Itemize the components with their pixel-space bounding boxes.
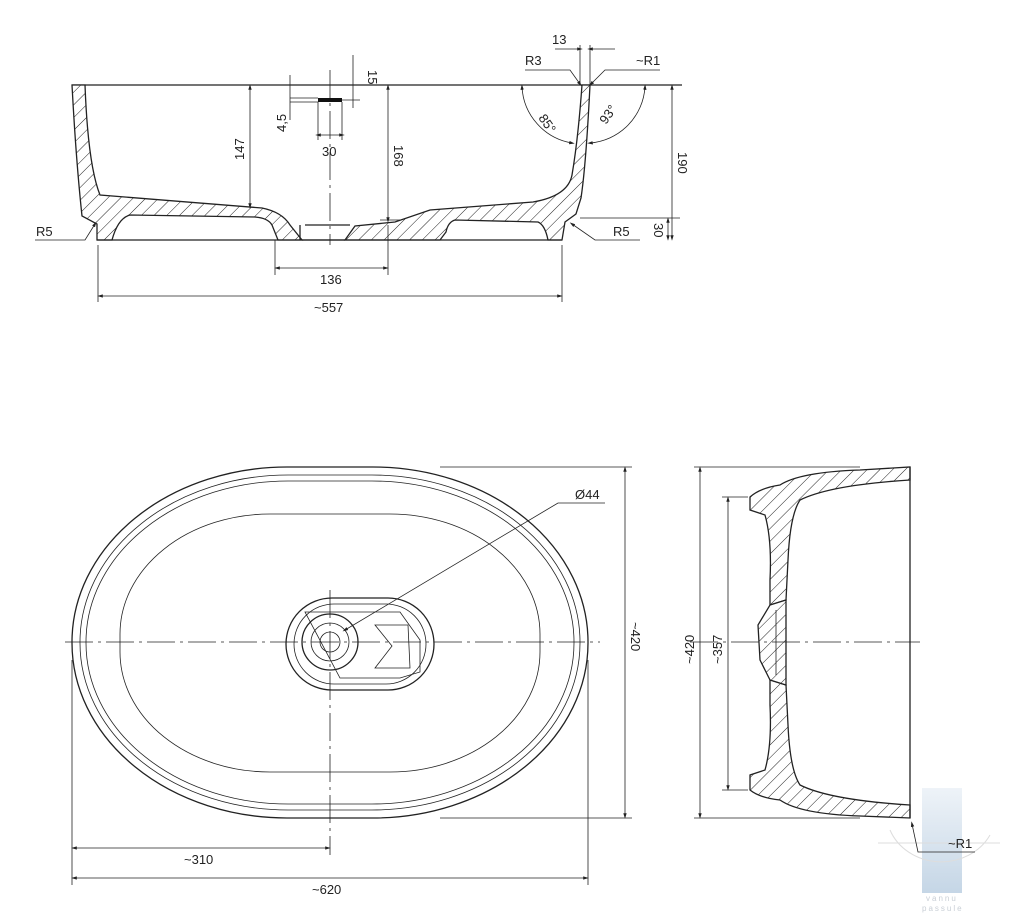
label-190: 190 [675,152,690,174]
label-side-420: ~420 [682,635,697,664]
label-overflow-height: 4,5 [274,114,289,132]
label-wall-thickness: 13 [552,32,566,47]
drain-area [285,597,435,691]
label-r5-left: R5 [36,224,53,239]
plan-view [65,466,632,885]
side-bottom-section [749,679,911,819]
label-r1: ~R1 [636,53,660,68]
watermark-logo: vannu passule [878,788,1000,913]
label-136: 136 [320,272,342,287]
label-side-357: ~357 [710,635,725,664]
svg-text:passule: passule [922,904,964,913]
side-view-labels: ~420 ~357 ~R1 [682,635,972,851]
label-557: ~557 [314,300,343,315]
section-view-labels: 13 R3 ~R1 15 4,5 30 147 168 85° 93° 190 … [36,32,690,315]
overflow-slot [318,98,342,102]
label-drain-diameter: Ø44 [575,487,600,502]
label-310: ~310 [184,852,213,867]
label-angle-85: 85° [536,111,560,136]
label-overflow-offset: 15 [365,70,380,84]
label-side-r1: ~R1 [948,836,972,851]
label-620: ~620 [312,882,341,897]
label-r5-right: R5 [613,224,630,239]
label-overflow-width: 30 [322,144,336,159]
label-r3: R3 [525,53,542,68]
side-drain-section [757,599,787,686]
plan-view-labels: Ø44 ~420 ~310 ~620 [184,487,643,897]
label-plan-420: ~420 [628,622,643,651]
svg-text:vannu: vannu [926,894,958,903]
label-147: 147 [232,138,247,160]
left-wall-section [71,84,304,241]
section-view [35,45,682,302]
side-top-section [749,466,911,606]
label-foot-30: 30 [651,223,666,237]
label-168: 168 [391,145,406,167]
right-wall-section [343,84,591,241]
side-view [690,466,975,853]
label-angle-93: 93° [596,102,620,127]
